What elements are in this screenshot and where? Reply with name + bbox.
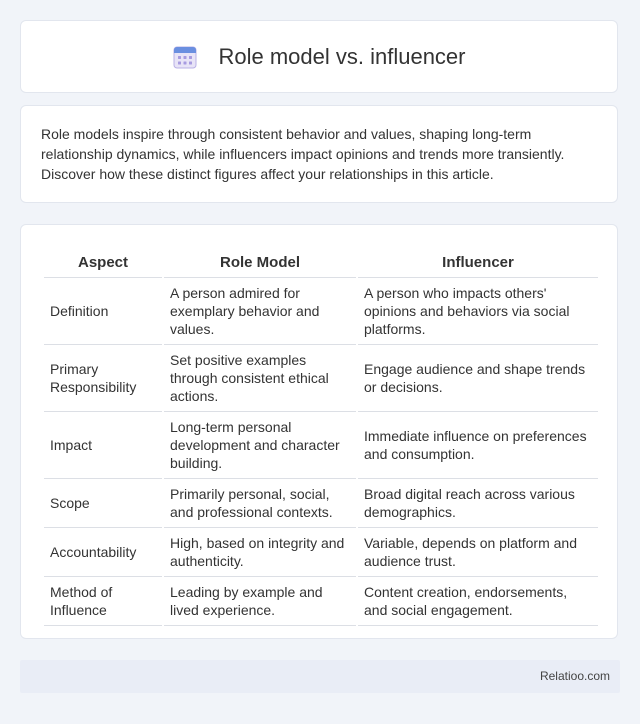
row-influencer: Variable, depends on platform and audien… [358, 528, 598, 577]
row-role-model: Long-term personal development and chara… [164, 412, 356, 479]
calendar-grid-icon [173, 46, 197, 68]
footer: Relatioo.com [20, 660, 620, 693]
page-title: Role model vs. influencer [218, 43, 466, 69]
table-row: Scope Primarily personal, social, and pr… [44, 479, 598, 528]
table-row: Impact Long-term personal development an… [44, 412, 598, 479]
intro-text: Role models inspire through consistent b… [41, 126, 565, 182]
column-header-role-model: Role Model [164, 245, 356, 278]
row-influencer: Engage audience and shape trends or deci… [358, 345, 598, 412]
row-influencer: A person who impacts others' opinions an… [358, 278, 598, 345]
title-card: Role model vs. influencer [20, 20, 618, 93]
column-header-influencer: Influencer [358, 245, 598, 278]
row-role-model: Primarily personal, social, and professi… [164, 479, 356, 528]
table-row: Primary Responsibility Set positive exam… [44, 345, 598, 412]
row-aspect: Scope [44, 479, 162, 528]
row-role-model: Set positive examples through consistent… [164, 345, 356, 412]
table-row: Accountability High, based on integrity … [44, 528, 598, 577]
row-aspect: Accountability [44, 528, 162, 577]
comparison-table-card: Aspect Role Model Influencer Definition … [20, 224, 618, 639]
row-influencer: Content creation, endorsements, and soci… [358, 577, 598, 626]
row-influencer: Immediate influence on preferences and c… [358, 412, 598, 479]
row-aspect: Impact [44, 412, 162, 479]
table-row: Method of Influence Leading by example a… [44, 577, 598, 626]
row-aspect: Definition [44, 278, 162, 345]
intro-card: Role models inspire through consistent b… [20, 105, 618, 203]
comparison-table: Aspect Role Model Influencer Definition … [42, 245, 600, 626]
row-role-model: High, based on integrity and authenticit… [164, 528, 356, 577]
row-role-model: A person admired for exemplary behavior … [164, 278, 356, 345]
column-header-aspect: Aspect [44, 245, 162, 278]
table-row: Definition A person admired for exemplar… [44, 278, 598, 345]
row-aspect: Primary Responsibility [44, 345, 162, 412]
table-header-row: Aspect Role Model Influencer [44, 245, 598, 278]
row-aspect: Method of Influence [44, 577, 162, 626]
footer-brand: Relatioo.com [539, 669, 610, 683]
row-role-model: Leading by example and lived experience. [164, 577, 356, 626]
row-influencer: Broad digital reach across various demog… [358, 479, 598, 528]
